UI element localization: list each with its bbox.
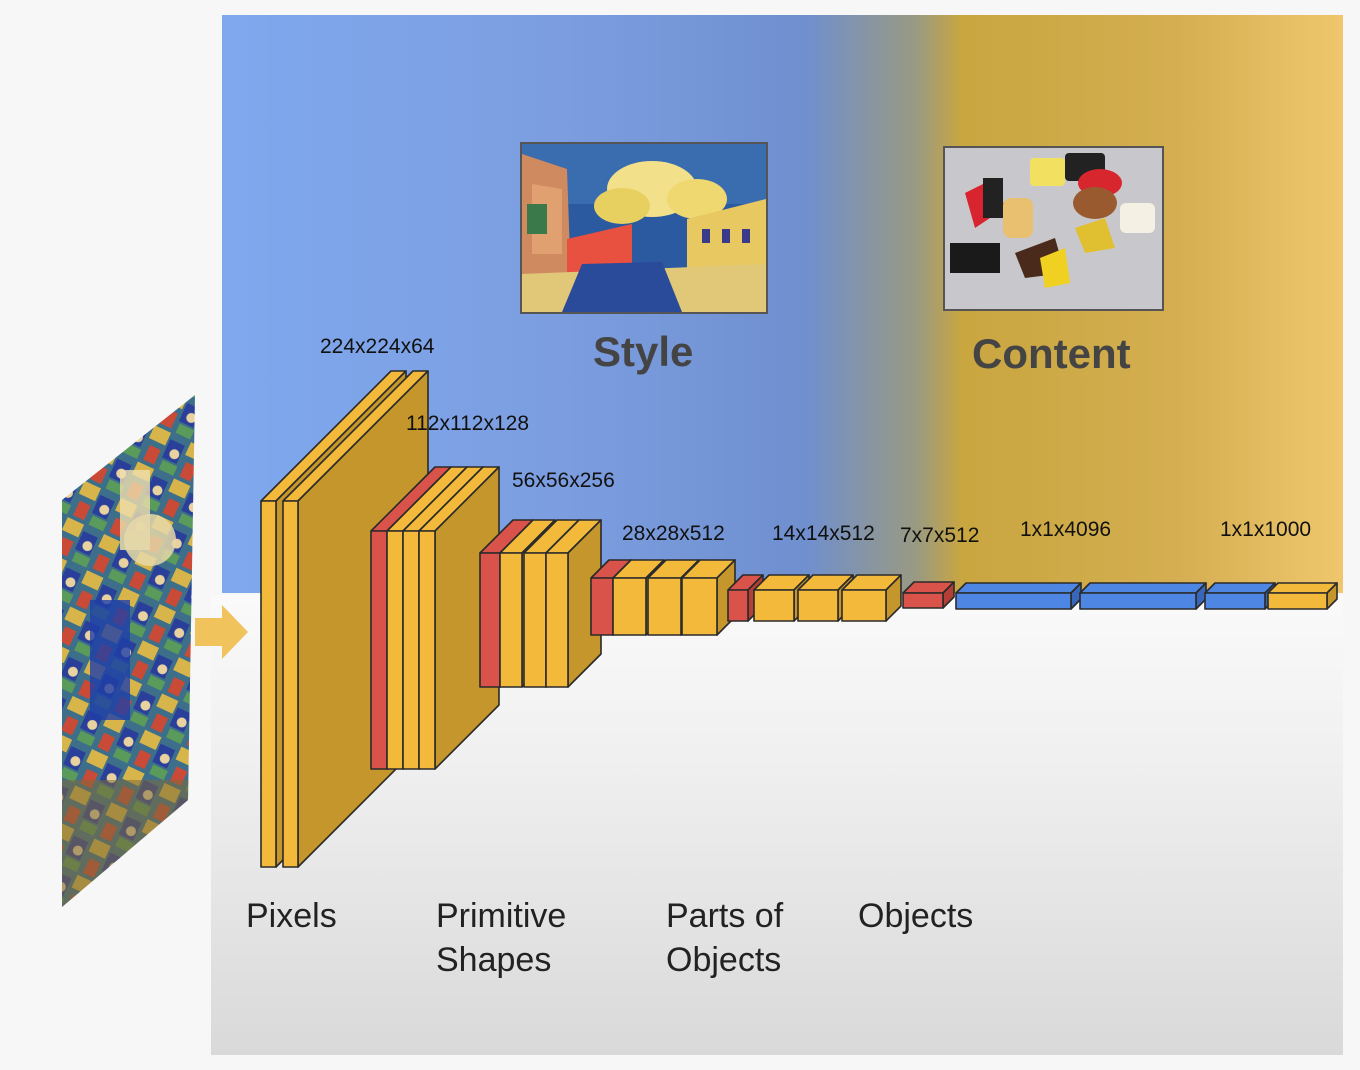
stage-label-parts-of-objects: Parts of Objects — [666, 897, 784, 979]
conv-layer-block-front — [841, 589, 887, 622]
layer-label: 1x1x4096 — [1020, 518, 1112, 541]
conv-layer-block-front — [499, 552, 523, 688]
pool-layer-block-front — [727, 589, 749, 622]
pool-layer-block-front — [590, 577, 614, 636]
fc-layer-block-top — [955, 582, 1082, 594]
layer-label: 28x28x512 — [622, 522, 725, 545]
conv-layer-block-front — [1267, 592, 1328, 610]
layer-label: 56x56x256 — [512, 469, 615, 492]
conv-layer-block-top — [1267, 582, 1338, 594]
stage-label-objects: Objects — [858, 897, 974, 935]
layer-label: 7x7x512 — [900, 524, 980, 547]
style-image — [520, 142, 768, 314]
fc-layer-block-front — [1204, 592, 1266, 610]
fc-layer-block-top — [1079, 582, 1207, 594]
conv-layer-block-front — [418, 530, 436, 770]
stage-label-primitive-shapes: Primitive Shapes — [436, 897, 567, 979]
pool-layer-block-front — [479, 552, 501, 688]
conv-layer-block-front — [612, 577, 647, 636]
layer-label: 1x1x1000 — [1220, 518, 1312, 541]
content-image — [943, 146, 1164, 311]
style-title: Style — [593, 328, 694, 375]
fc-layer-block-top — [1204, 582, 1276, 594]
fc-layer-block-front — [955, 592, 1072, 610]
conv-layer-block-front — [753, 589, 795, 622]
pool-layer-block-front — [370, 530, 388, 770]
conv-layer-block-front — [386, 530, 404, 770]
content-title: Content — [972, 330, 1131, 377]
layer-label: 14x14x512 — [772, 522, 875, 545]
pool-layer-block-front — [902, 592, 944, 609]
conv-layer-block-front — [260, 500, 277, 868]
layer-label: 112x112x128 — [406, 412, 529, 435]
conv-layer-block-front — [523, 552, 547, 688]
conv-layer-block-front — [797, 589, 839, 622]
conv-layer-block-front — [402, 530, 420, 770]
conv-layer-block-front — [545, 552, 569, 688]
conv-layer-block-front — [282, 500, 299, 868]
conv-layer-block-front — [681, 577, 718, 636]
fc-layer-block-front — [1079, 592, 1197, 610]
layer-label: 224x224x64 — [320, 335, 435, 358]
conv-layer-block-front — [647, 577, 682, 636]
stage-label-pixels: Pixels — [246, 897, 337, 935]
